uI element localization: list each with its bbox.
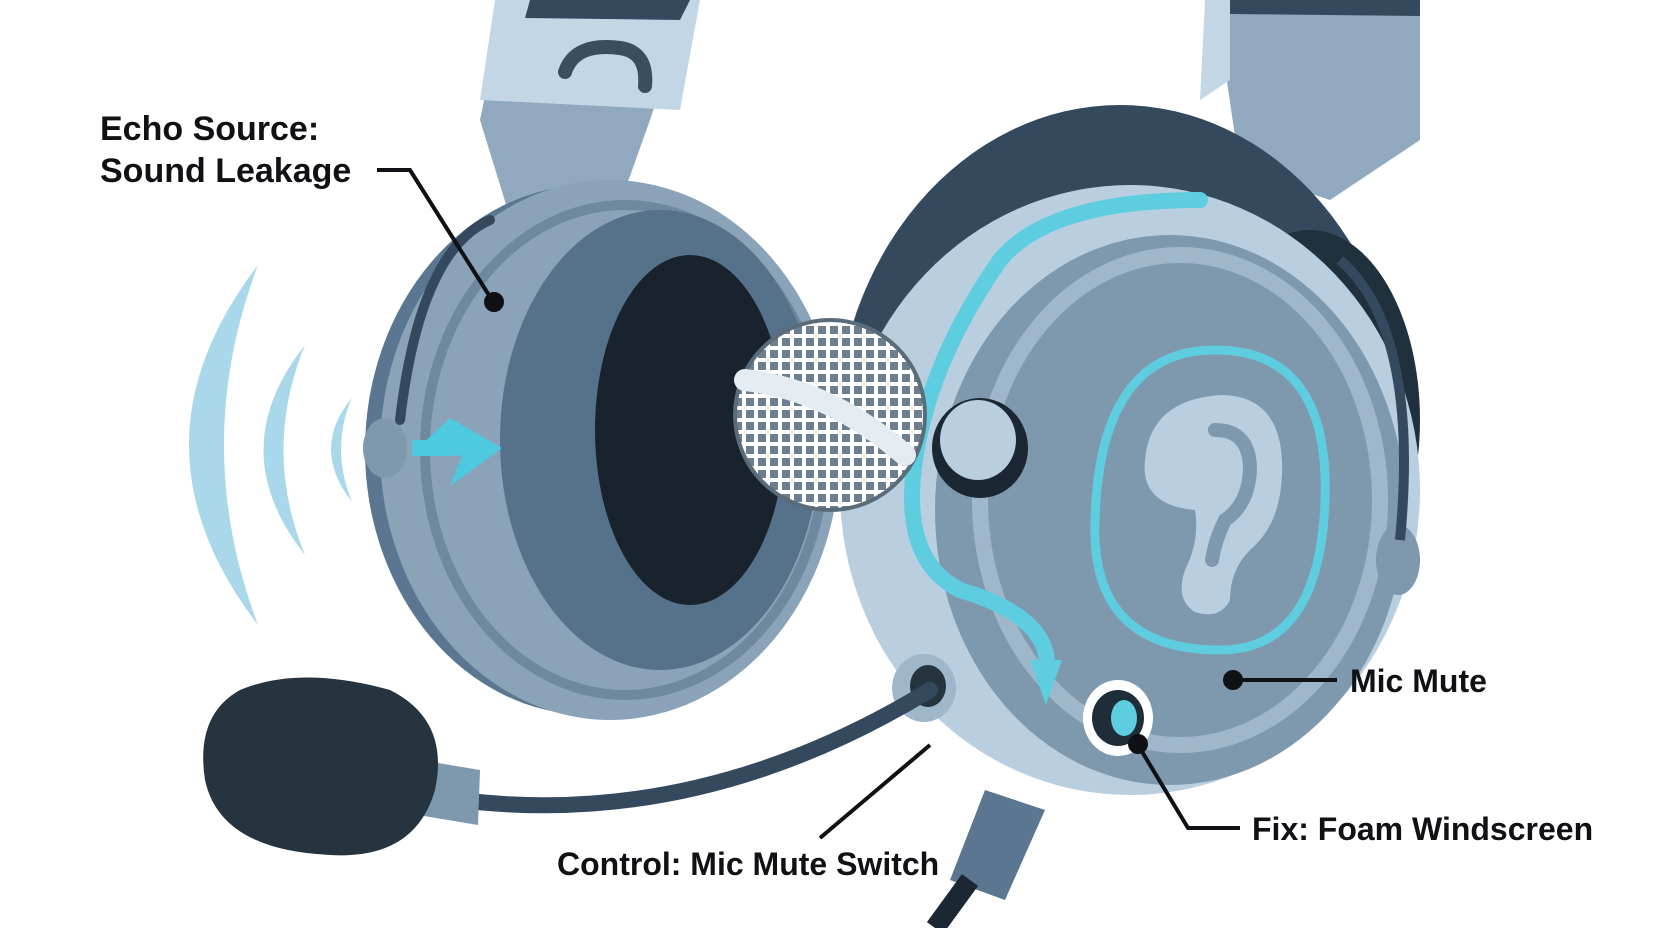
internal-cable-arrowhead bbox=[1030, 660, 1062, 705]
boom-arm bbox=[452, 682, 938, 814]
headband-left-band bbox=[525, 0, 690, 20]
headset-cable bbox=[926, 790, 1045, 928]
headband-right-slider bbox=[1200, 0, 1230, 100]
mic-mute-dot bbox=[1223, 670, 1243, 690]
echo-source-subtitle: Sound Leakage bbox=[100, 152, 351, 190]
left-earcup-yoke bbox=[395, 215, 495, 425]
headband-left-slot bbox=[558, 40, 653, 93]
callout-labels: Echo Source: Sound Leakage Mic Mute Fix:… bbox=[100, 110, 1593, 882]
leakage-arrow-tail bbox=[412, 440, 456, 456]
mic-mute-label: Mic Mute bbox=[1350, 663, 1487, 699]
callout-leaders bbox=[377, 168, 1337, 840]
boom-microphone bbox=[203, 677, 938, 856]
left-earcup bbox=[363, 180, 840, 720]
sound-wave-inner bbox=[331, 398, 352, 502]
fix-dot bbox=[1128, 734, 1148, 754]
right-earcup bbox=[835, 105, 1420, 795]
control-leader bbox=[818, 743, 932, 840]
fix-leader bbox=[1136, 743, 1240, 830]
mic-grille bbox=[733, 318, 1028, 512]
left-earcup-cavity bbox=[595, 255, 785, 605]
left-earcup-hinge bbox=[363, 418, 407, 478]
mic-grille-band bbox=[734, 369, 916, 466]
cable-strain-relief bbox=[950, 790, 1045, 900]
right-earcup-hinge bbox=[1376, 525, 1420, 595]
mic-mute-button-light bbox=[1111, 700, 1137, 736]
sound-wave-middle bbox=[263, 345, 305, 555]
cable-cord bbox=[926, 874, 979, 928]
right-earcup-inner-rim bbox=[972, 247, 1388, 753]
echo-source-dot bbox=[484, 292, 504, 312]
headband-right-band bbox=[1230, 0, 1420, 16]
leakage-arrow bbox=[418, 418, 502, 486]
right-earcup-yoke bbox=[1336, 256, 1409, 541]
ear-inner bbox=[1205, 423, 1258, 567]
right-earcup-plate bbox=[935, 235, 1405, 785]
control-mic-mute-switch-label: Control: Mic Mute Switch bbox=[557, 846, 939, 882]
sound-wave-outer bbox=[189, 265, 258, 625]
boom-foam-windscreen bbox=[203, 677, 438, 856]
echo-source-leader bbox=[377, 168, 494, 302]
ear-outline-ring bbox=[1090, 345, 1330, 655]
sound-leakage-waves bbox=[189, 265, 352, 625]
fix-foam-windscreen-label: Fix: Foam Windscreen bbox=[1252, 811, 1593, 847]
mic-grille-mount-cap bbox=[940, 400, 1016, 480]
headband-right-arm bbox=[1215, 0, 1420, 200]
echo-source-title: Echo Source: bbox=[100, 110, 319, 148]
